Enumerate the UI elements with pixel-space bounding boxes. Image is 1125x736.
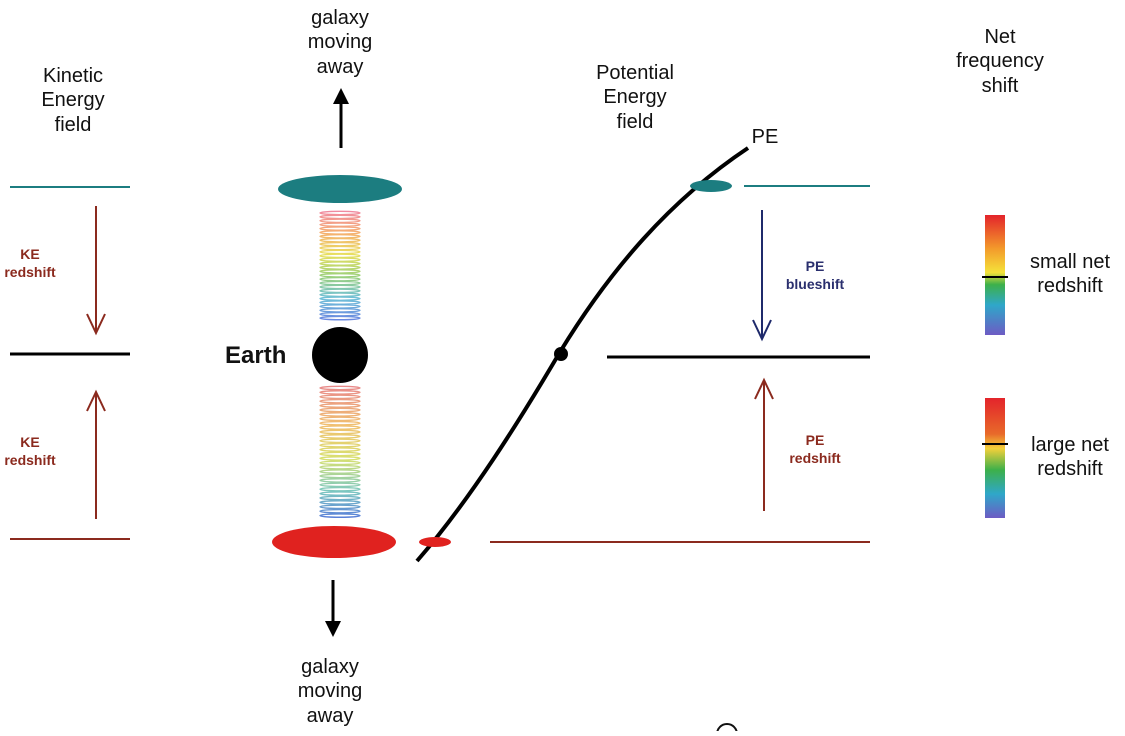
earth-circle: [312, 327, 368, 383]
pe-curve-label: PE: [751, 126, 779, 148]
curve-teal-marker: [690, 180, 732, 192]
potential-energy-curve: [415, 146, 750, 563]
ke-up-arrow: [86, 389, 106, 519]
large-net-redshift-label: large net redshift: [1031, 434, 1109, 481]
ke-field-header: Kinetic Energy field: [41, 65, 105, 136]
galaxy-red: [272, 526, 396, 558]
ke-down-arrow: [86, 206, 106, 336]
light-wave-lower: [319, 385, 361, 518]
down-motion-arrow: [325, 580, 341, 637]
curve-red-marker: [419, 537, 451, 547]
curve-midpoint: [554, 347, 568, 361]
up-motion-arrow: [333, 88, 349, 148]
ke-redshift-bottom-label: KE redshift: [4, 434, 56, 468]
pe-redshift-label: PE redshift: [789, 432, 841, 466]
cropped-logo-icon: [716, 723, 738, 736]
small-net-redshift-label: small net redshift: [1029, 251, 1111, 298]
pe-field-header: Potential Energy field: [596, 62, 674, 133]
galaxy-teal: [278, 175, 402, 203]
small-net-spectrum-bar: [985, 215, 1005, 335]
pe-up-arrow: [754, 377, 774, 511]
light-wave-upper: [319, 210, 361, 321]
earth-label: Earth: [225, 342, 287, 369]
galaxy-bottom-label: galaxy moving away: [297, 656, 363, 727]
ke-redshift-top-label: KE redshift: [4, 246, 56, 280]
net-shift-header: Net frequency shift: [956, 26, 1044, 97]
pe-blueshift-label: PE blueshift: [785, 258, 845, 292]
large-net-spectrum-bar: [985, 398, 1005, 518]
galaxy-top-label: galaxy moving away: [307, 7, 373, 78]
pe-down-arrow: [752, 210, 772, 342]
